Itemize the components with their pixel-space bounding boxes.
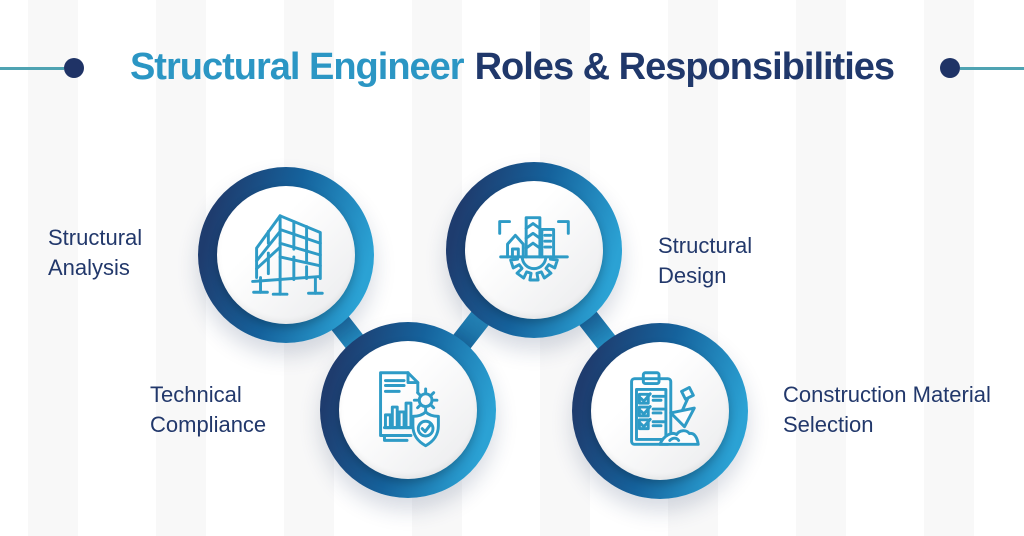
role-circle-construction-material-selection	[572, 323, 748, 499]
circle-inner-disc	[217, 186, 355, 324]
divider-dot-left	[64, 58, 84, 78]
divider-line-right	[960, 67, 1024, 70]
role-label-construction-material-selection: Construction Material Selection	[783, 382, 991, 437]
role-label-structural-analysis: Structural Analysis	[48, 225, 143, 280]
divider-line-left	[0, 67, 64, 70]
title-rest: Roles & Responsibilities	[474, 46, 895, 88]
role-circle-structural-design	[446, 162, 622, 338]
document-shield-icon	[379, 371, 440, 448]
circle-inner-disc	[465, 181, 603, 319]
role-label-technical-compliance: Technical Compliance	[150, 382, 267, 437]
building-frame-icon	[251, 214, 324, 296]
divider-dot-right	[940, 58, 960, 78]
city-gear-icon	[498, 216, 570, 282]
circle-inner-disc	[591, 342, 729, 480]
circle-inner-disc	[339, 341, 477, 479]
role-label-structural-design: Structural Design	[658, 233, 753, 288]
title-highlight: Structural Engineer	[129, 46, 465, 88]
clipboard-trowel-icon	[630, 371, 700, 446]
role-circle-technical-compliance	[320, 322, 496, 498]
role-circle-structural-analysis	[198, 167, 374, 343]
